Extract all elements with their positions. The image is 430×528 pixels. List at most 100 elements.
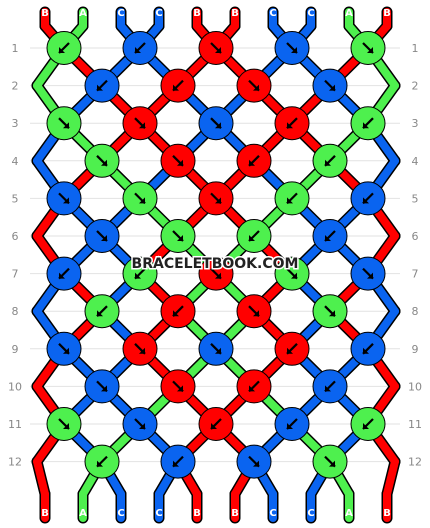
- knot-arrowhead-icon: [177, 385, 183, 392]
- knot-arrowhead-icon: [139, 197, 145, 204]
- knot-arrowhead-icon: [97, 84, 103, 91]
- strand-label-bottom: B: [231, 508, 239, 519]
- row-label-right: 12: [408, 456, 422, 469]
- knot-arrowhead-icon: [287, 423, 293, 429]
- knot-arrowhead-icon: [215, 347, 221, 354]
- knot-arrowhead-icon: [287, 347, 293, 354]
- row-label-left: 4: [12, 155, 19, 168]
- strand-label-top: C: [269, 8, 276, 19]
- row-label-left: 10: [8, 380, 22, 393]
- knot-arrowhead-icon: [253, 84, 259, 91]
- row-label-left: 12: [8, 456, 22, 469]
- row-label-right: 7: [412, 268, 419, 281]
- knot-arrowhead-icon: [101, 159, 107, 166]
- row-label-left: 9: [12, 343, 19, 356]
- knot-arrowhead-icon: [59, 47, 65, 53]
- row-label-left: 8: [12, 305, 19, 318]
- knot-arrowhead-icon: [329, 460, 335, 467]
- row-label-right: 5: [412, 192, 419, 205]
- strand-label-bottom: C: [117, 508, 124, 519]
- row-label-right: 6: [412, 230, 419, 243]
- knot-arrowhead-icon: [253, 460, 259, 467]
- knot-arrowhead-icon: [139, 423, 145, 429]
- knot-arrowhead-icon: [215, 272, 221, 279]
- strand-label-top: C: [155, 8, 162, 19]
- strand-label-top: C: [307, 8, 314, 19]
- knot-arrowhead-icon: [291, 47, 297, 53]
- knot-arrowhead-icon: [363, 423, 369, 429]
- knot-arrowhead-icon: [173, 84, 179, 91]
- row-label-right: 10: [408, 380, 422, 393]
- knot-arrowhead-icon: [173, 310, 179, 317]
- row-label-left: 5: [12, 192, 19, 205]
- knot-arrowhead-icon: [363, 122, 369, 129]
- strand-segment: [383, 457, 399, 498]
- knot-arrowhead-icon: [329, 84, 335, 91]
- knot-arrowhead-icon: [325, 235, 331, 241]
- strand-color-labels: B A C C B B C C A B B A C C B B C C A B: [41, 8, 391, 519]
- strand-label-top: B: [193, 8, 201, 19]
- row-label-right: 4: [412, 155, 419, 168]
- strand-label-top: C: [117, 8, 124, 19]
- knot-arrowhead-icon: [135, 47, 141, 53]
- knot-arrowhead-icon: [101, 235, 107, 241]
- row-label-left: 2: [12, 80, 19, 93]
- strand-label-top: A: [79, 8, 87, 19]
- row-label-left: 6: [12, 230, 19, 243]
- knot-arrowhead-icon: [363, 197, 369, 204]
- knot-arrowhead-icon: [287, 197, 293, 204]
- knot-arrowhead-icon: [177, 235, 183, 241]
- strand-label-bottom: A: [79, 508, 87, 519]
- knot-arrowhead-icon: [63, 423, 69, 429]
- knot-arrowhead-icon: [249, 235, 255, 241]
- knot-arrowhead-icon: [59, 272, 65, 279]
- knot-arrowhead-icon: [325, 385, 331, 392]
- strand-label-bottom: C: [155, 508, 162, 519]
- knot-arrowhead-icon: [291, 272, 297, 279]
- knot-arrowhead-icon: [63, 122, 69, 129]
- row-label-right: 11: [408, 418, 422, 431]
- knot-arrowhead-icon: [101, 385, 107, 392]
- knot-arrowhead-icon: [363, 347, 369, 354]
- strand-label-bottom: C: [307, 508, 314, 519]
- watermark: BRACELETBOOK.COM BRACELETBOOK.COM: [130, 255, 300, 274]
- knot-arrowhead-icon: [139, 122, 145, 129]
- watermark-halo: BRACELETBOOK.COM: [132, 256, 299, 272]
- row-label-left: 3: [12, 117, 19, 130]
- row-label-right: 8: [412, 305, 419, 318]
- strand-label-top: B: [231, 8, 239, 19]
- knot-arrowhead-icon: [329, 310, 335, 317]
- knot-arrowhead-icon: [367, 47, 373, 53]
- row-label-left: 11: [8, 418, 22, 431]
- knot-arrowhead-icon: [177, 159, 183, 166]
- strand-label-bottom: B: [41, 508, 49, 519]
- strand-label-bottom: C: [269, 508, 276, 519]
- knot-arrowhead-icon: [139, 347, 145, 354]
- knot-arrowhead-icon: [63, 347, 69, 354]
- knot-arrowhead-icon: [63, 197, 69, 204]
- knot-arrowhead-icon: [135, 272, 141, 279]
- knot-arrowhead-icon: [287, 122, 293, 129]
- strand-label-bottom: A: [345, 508, 353, 519]
- knot-arrowhead-icon: [173, 460, 179, 467]
- knot-arrowhead-icon: [97, 460, 103, 467]
- row-label-right: 3: [412, 117, 419, 130]
- knot-arrowhead-icon: [367, 272, 373, 279]
- knot-arrowhead-icon: [249, 159, 255, 166]
- knot-arrowhead-icon: [97, 310, 103, 317]
- knot-arrowhead-icon: [215, 47, 221, 53]
- knot-arrowhead-icon: [215, 122, 221, 129]
- strand-label-top: A: [345, 8, 353, 19]
- strand-label-bottom: B: [193, 508, 201, 519]
- knot-arrowhead-icon: [253, 310, 259, 317]
- strand-label-top: B: [41, 8, 49, 19]
- knot-grid: [46, 31, 386, 479]
- row-label-right: 9: [412, 343, 419, 356]
- row-label-right: 2: [412, 80, 419, 93]
- knot-arrowhead-icon: [215, 197, 221, 204]
- strand-label-bottom: B: [383, 508, 391, 519]
- strand-label-top: B: [383, 8, 391, 19]
- knot-arrowhead-icon: [325, 159, 331, 166]
